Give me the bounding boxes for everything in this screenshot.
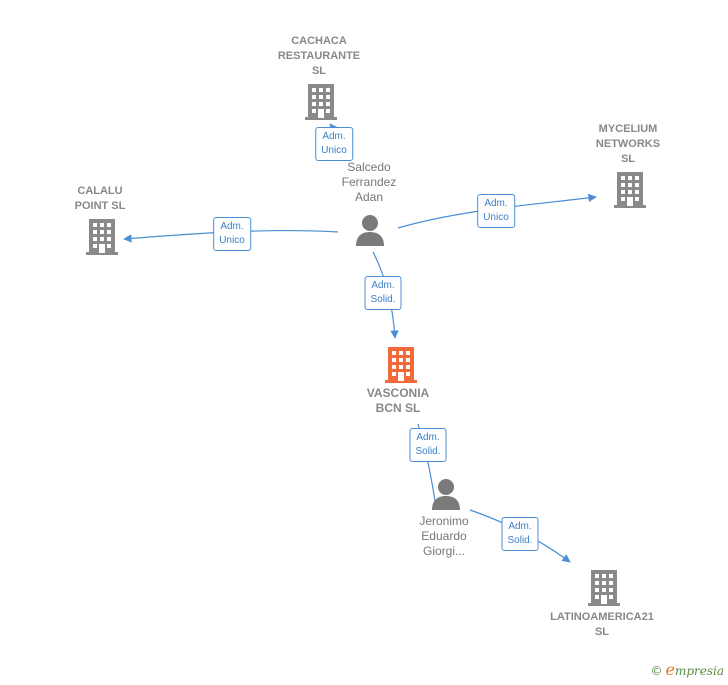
node-mycelium-label: MYCELIUM NETWORKS SL — [596, 122, 660, 167]
edge-label-line: Adm. — [322, 131, 346, 142]
node-label-line: SL — [311, 65, 327, 77]
brand-initial: e — [665, 660, 675, 679]
edge-label-jeronimo-latinoamerica[interactable]: Adm. Solid. — [501, 517, 539, 551]
edge-label-line: Solid. — [415, 446, 441, 457]
edge-label-line: Adm. — [220, 221, 244, 232]
copyright-icon: © — [650, 664, 663, 678]
node-calalu-label: CALALU POINT SL — [75, 184, 126, 214]
node-label-line: Salcedo — [347, 160, 391, 174]
node-jeronimo-label: Jeronimo Eduardo Giorgi... — [419, 514, 468, 559]
node-label-line: SL — [594, 626, 610, 638]
node-label-line: Jeronimo — [419, 514, 469, 528]
building-icon[interactable] — [385, 347, 417, 383]
building-icon[interactable] — [86, 219, 118, 255]
node-label-line: LATINOAMERICA21 — [550, 611, 654, 623]
node-label-line: NETWORKS — [595, 138, 661, 150]
edge-label-line: Solid. — [507, 535, 533, 546]
node-label-line: POINT SL — [74, 200, 126, 212]
brand-name: mpresia — [674, 664, 724, 678]
node-vasconia-label: VASCONIA BCN SL — [367, 386, 429, 416]
edge-label-jeronimo-vasconia[interactable]: Adm. Solid. — [409, 428, 447, 462]
edge-label-line: Adm. — [416, 432, 440, 443]
brand-logo: ©empresia — [650, 660, 724, 679]
node-cachaca-label: CACHACA RESTAURANTE SL — [278, 34, 360, 79]
edge-label-salcedo-vasconia[interactable]: Adm. Solid. — [364, 276, 402, 310]
edge-label-line: Adm. — [371, 280, 395, 291]
edge-label-salcedo-calalu[interactable]: Adm. Unico — [213, 217, 251, 251]
node-salcedo-label: Salcedo Ferrandez Adan — [342, 160, 397, 205]
node-label-line: RESTAURANTE — [277, 50, 361, 62]
node-label-line: Ferrandez — [341, 175, 397, 189]
node-label-line: CALALU — [77, 185, 123, 197]
node-label-line: CACHACA — [291, 35, 347, 47]
node-label-line: BCN SL — [375, 401, 421, 415]
edge-label-line: Unico — [321, 145, 347, 156]
edge-label-line: Adm. — [508, 521, 532, 532]
edge-label-line: Adm. — [484, 198, 508, 209]
building-icon[interactable] — [588, 570, 620, 606]
person-icon[interactable] — [355, 214, 385, 246]
node-label-line: SL — [620, 153, 636, 165]
edge-label-salcedo-cachaca[interactable]: Adm. Unico — [315, 127, 353, 161]
building-icon[interactable] — [305, 84, 337, 120]
edge-label-salcedo-mycelium[interactable]: Adm. Unico — [477, 194, 515, 228]
person-icon[interactable] — [431, 478, 461, 510]
edge-label-line: Solid. — [370, 294, 396, 305]
node-label-line: MYCELIUM — [598, 123, 658, 135]
node-label-line: VASCONIA — [366, 386, 430, 400]
edge-label-line: Unico — [483, 212, 509, 223]
building-icon[interactable] — [614, 172, 646, 208]
node-label-line: Adan — [354, 190, 384, 204]
node-label-line: Eduardo — [421, 529, 467, 543]
edge-label-line: Unico — [219, 235, 245, 246]
node-latinoamerica-label: LATINOAMERICA21 SL — [550, 610, 654, 640]
node-label-line: Giorgi... — [422, 544, 466, 558]
